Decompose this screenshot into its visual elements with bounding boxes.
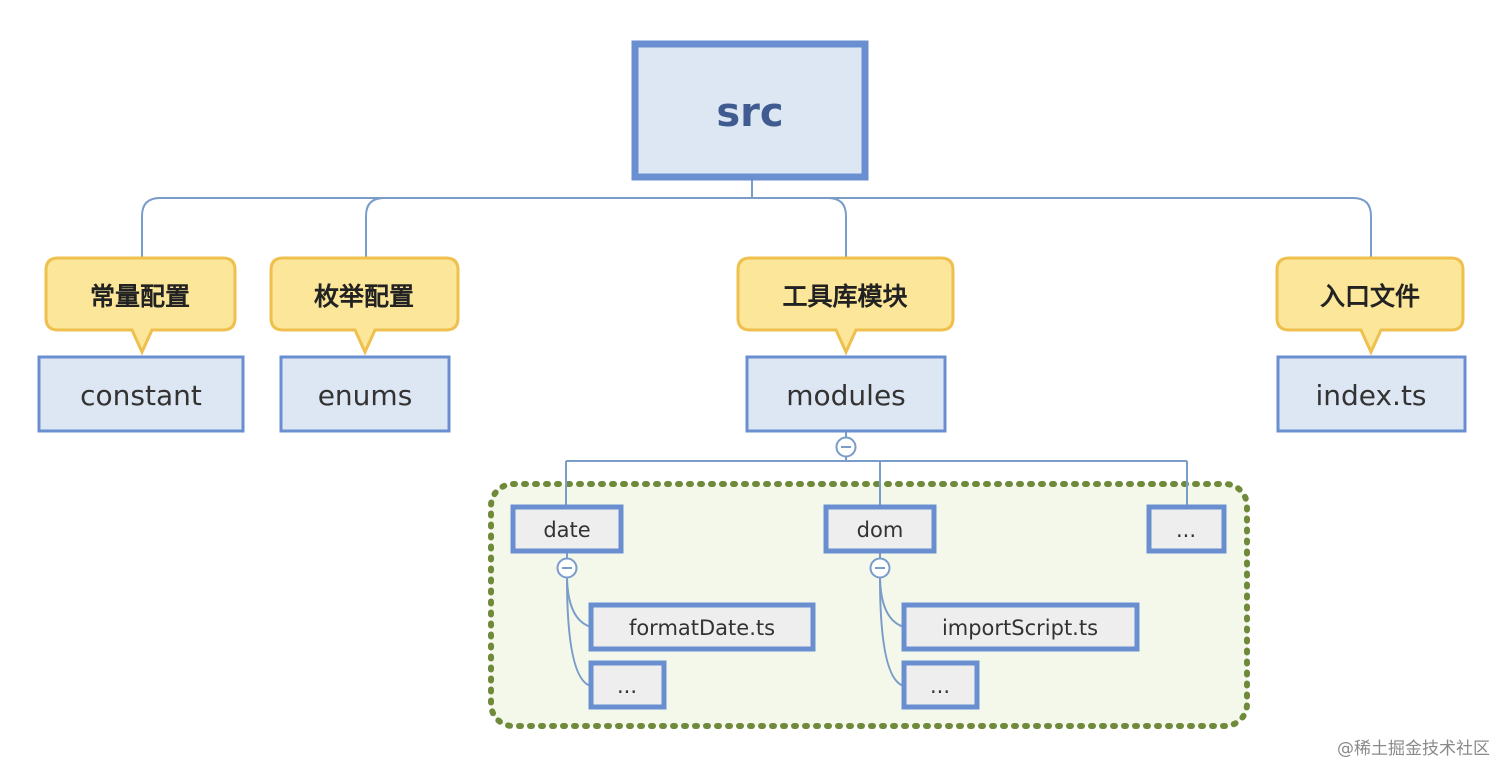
node-dom-label: dom [857,518,904,542]
node-dom-more: ... [901,660,980,710]
date-collapse-toggle[interactable] [556,557,578,579]
modules-group-boundary [488,481,1250,729]
callout-index-label: 入口文件 [1320,282,1420,311]
node-more: ... [1146,504,1227,554]
node-index-label: index.ts [1315,379,1426,412]
node-more-label: ... [1176,518,1196,542]
node-dom: dom [823,504,937,554]
callout-modules-label: 工具库模块 [782,282,907,311]
callout-enums: 枚举配置 [269,256,460,356]
connector-index [1352,197,1372,257]
connector-enums [365,197,385,257]
callout-constant-label: 常量配置 [90,282,190,311]
node-dom-more-label: ... [930,674,950,698]
node-constant: constant [37,355,245,433]
root-label: src [716,90,783,136]
callout-enums-label: 枚举配置 [314,282,414,311]
node-importscript-label: importScript.ts [942,616,1098,640]
node-enums: enums [279,355,451,433]
modules-collapse-toggle[interactable] [835,436,857,458]
watermark: @稀土掘金技术社区 [1337,739,1490,759]
node-importscript: importScript.ts [901,602,1140,652]
node-formatdate: formatDate.ts [588,602,816,652]
dom-collapse-toggle[interactable] [869,557,891,579]
callout-index: 入口文件 [1275,256,1465,356]
root-node: src [631,40,869,181]
node-date-label: date [543,518,590,542]
node-modules: modules [745,355,947,433]
connector-modules [827,197,847,257]
node-modules-label: modules [786,379,906,412]
node-enums-label: enums [318,379,413,412]
callout-constant: 常量配置 [44,256,237,356]
node-constant-label: constant [80,379,202,412]
node-date-more: ... [588,660,667,710]
node-formatdate-label: formatDate.ts [629,616,775,640]
node-date-more-label: ... [617,674,637,698]
node-date: date [510,504,624,554]
node-index: index.ts [1276,355,1467,433]
connector-constant [141,197,161,257]
callout-modules: 工具库模块 [736,256,955,356]
